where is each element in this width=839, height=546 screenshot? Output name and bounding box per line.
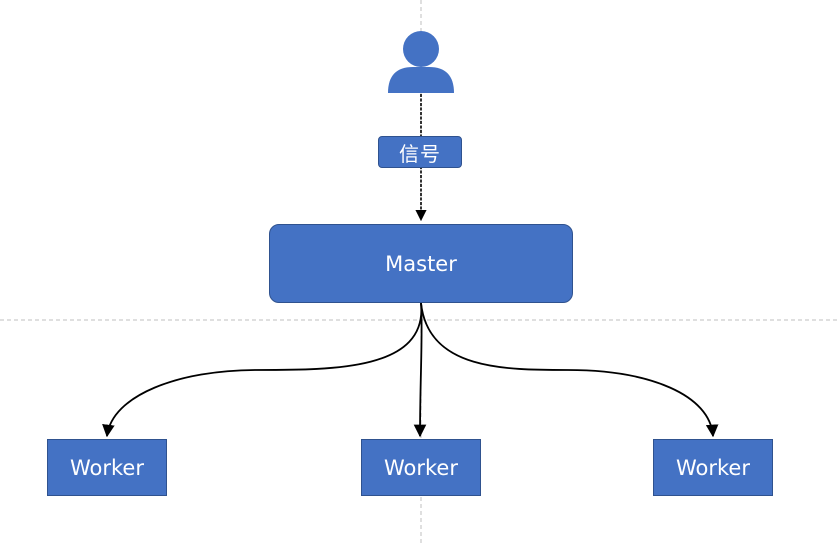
arrow-to-worker-right (420, 302, 719, 438)
worker-node-left: Worker (47, 439, 167, 496)
user-icon (388, 31, 454, 93)
signal-label: 信号 (378, 136, 462, 168)
arrow-to-worker-center (413, 302, 427, 438)
worker-node-right: Worker (653, 439, 773, 496)
arrow-to-worker-left (102, 302, 423, 438)
master-node: Master (269, 224, 573, 303)
worker-node-center: Worker (361, 439, 481, 496)
